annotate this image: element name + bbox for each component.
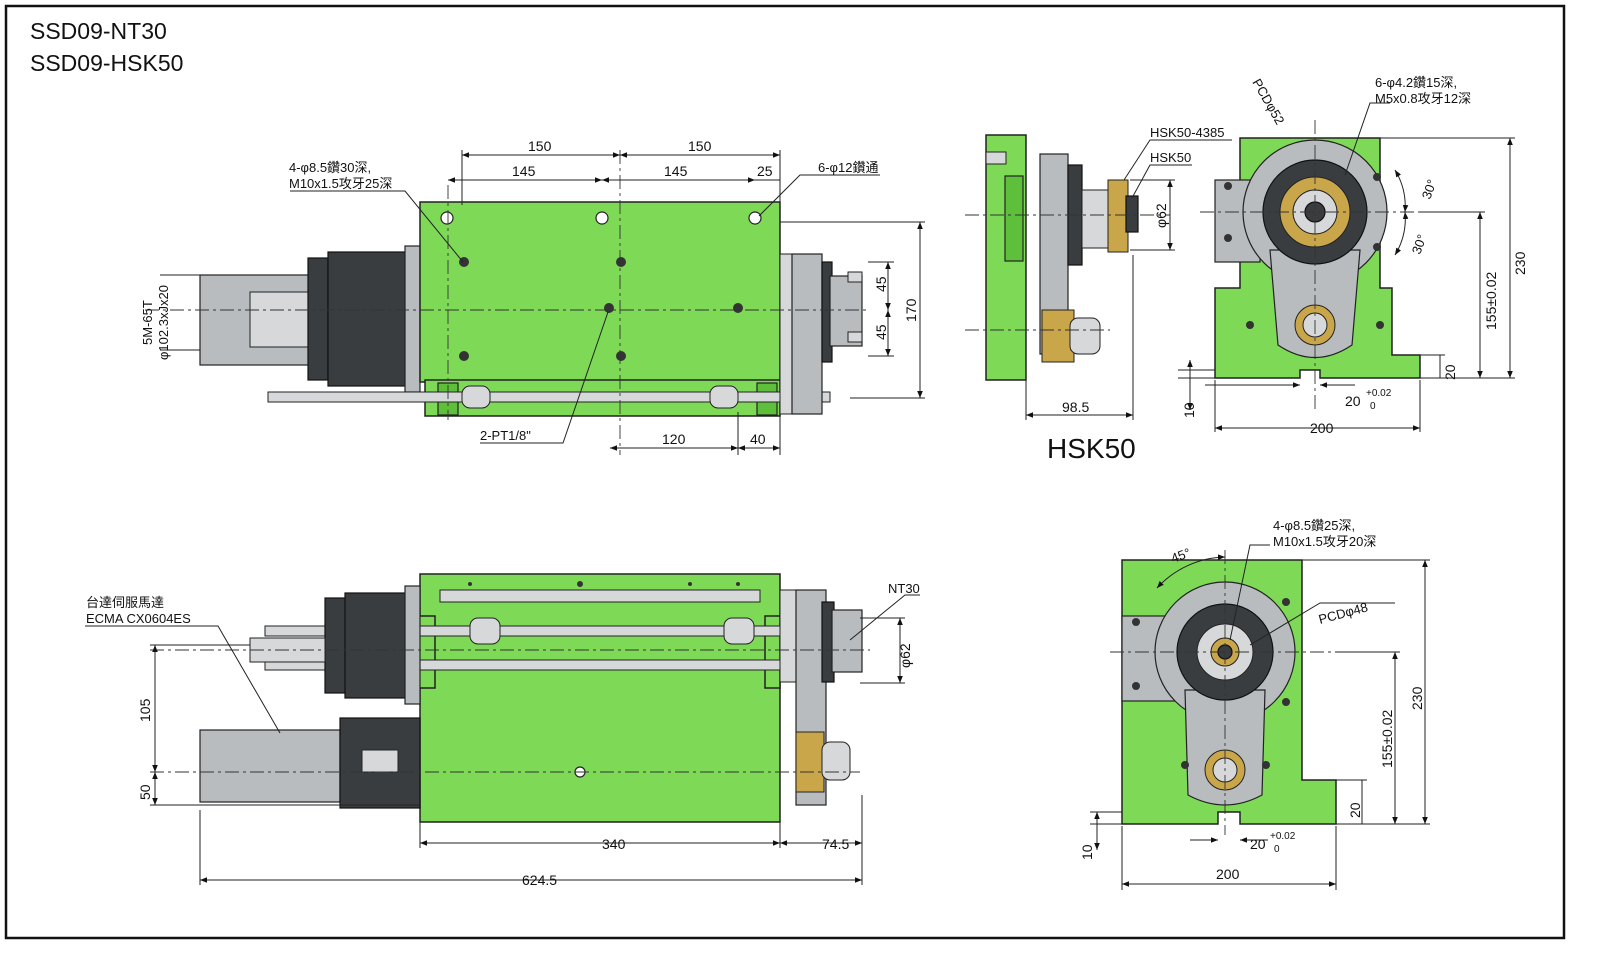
dim-624-5: 624.5 (522, 872, 557, 888)
dim-40: 40 (750, 431, 766, 447)
model-title-nt30: SSD09-NT30 (30, 18, 167, 44)
dim-10-bottom: 10 (1079, 844, 1095, 860)
dim-340: 340 (602, 836, 626, 852)
dim-45-bottom: 45 (873, 324, 889, 340)
label-holes-b-line1: 4-φ8.5鑽25深, (1273, 518, 1355, 533)
angle-30-lower: 30° (1409, 232, 1430, 256)
dim-150-right: 150 (688, 138, 712, 154)
dim-150-left: 150 (528, 138, 552, 154)
dim-200-bottom: 200 (1216, 866, 1240, 882)
bottom-front-view (1090, 544, 1430, 890)
tol-upper-bottom: +0.02 (1270, 831, 1296, 842)
tol-upper-top: +0.02 (1366, 388, 1392, 399)
label-motor-line2: ECMA CX0604ES (86, 611, 191, 626)
note-holes-b: 6-φ12鑽通 (818, 160, 878, 175)
dim-230-top: 230 (1512, 251, 1528, 275)
top-front-view (1178, 102, 1515, 432)
label-holes-line1: 6-φ4.2鑽15深, (1375, 75, 1457, 90)
dim-20-vert-top: 20 (1442, 364, 1458, 380)
dim-25: 25 (757, 163, 773, 179)
model-title-hsk50: SSD09-HSK50 (30, 50, 184, 76)
note-holes-a-line2: M10x1.5攻牙25深 (289, 176, 392, 191)
dim-200-top: 200 (1310, 420, 1334, 436)
dim-120: 120 (662, 431, 686, 447)
label-motor-line1: 台達伺服馬達 (86, 595, 164, 610)
sheet-border (4, 4, 1566, 940)
dim-20-vert-bottom: 20 (1347, 802, 1363, 818)
dim-phi62-hsk: φ62 (1153, 203, 1169, 228)
hsk-side-view (965, 134, 1232, 420)
label-pcd52: PCDφ52 (1249, 76, 1287, 127)
dim-155-bottom: 155±0.02 (1379, 709, 1395, 768)
dim-20-slot-top: 20 (1345, 393, 1361, 409)
top-rod (267, 391, 831, 403)
bottom-side-labels: 台達伺服馬達 ECMA CX0604ES NT30 φ62 105 50 340… (86, 581, 920, 888)
label-holes-b-line2: M10x1.5攻牙20深 (1273, 534, 1376, 549)
dim-145-left: 145 (512, 163, 536, 179)
label-holes-line2: M5x0.8攻牙12深 (1375, 91, 1471, 106)
note-holes-a-line1: 4-φ8.5鑽30深, (289, 160, 371, 175)
dim-74-5: 74.5 (822, 836, 849, 852)
dim-phi62-nt30: φ62 (897, 643, 913, 668)
dim-10-top: 10 (1181, 402, 1197, 418)
dim-145-right: 145 (664, 163, 688, 179)
tol-lower-top: 0 (1370, 401, 1376, 412)
dim-50: 50 (137, 784, 153, 800)
bottom-side-view (85, 573, 920, 885)
label-nt30: NT30 (888, 581, 920, 596)
dim-98-5: 98.5 (1062, 399, 1089, 415)
label-hsk50: HSK50 (1150, 150, 1191, 165)
note-belt-line1: 5M-65T (140, 300, 155, 345)
dim-105: 105 (137, 698, 153, 722)
angle-30-upper: 30° (1419, 177, 1440, 201)
caption-hsk50: HSK50 (1047, 433, 1136, 464)
dim-155-top: 155±0.02 (1483, 271, 1499, 330)
label-hsk50-4385: HSK50-4385 (1150, 125, 1224, 140)
note-pt: 2-PT1/8" (480, 428, 531, 443)
top-body (419, 201, 781, 383)
tol-lower-bottom: 0 (1274, 844, 1280, 855)
note-belt-line2: φ102.3xJx20 (156, 285, 171, 360)
dim-170: 170 (903, 298, 919, 322)
hsk-side-labels: HSK50-4385 HSK50 φ62 98.5 HSK50 (1047, 125, 1224, 464)
dim-230-bottom: 230 (1409, 686, 1425, 710)
top-side-dims: 150 150 145 145 25 45 45 170 120 40 4-φ8… (140, 138, 919, 447)
top-side-view (145, 150, 925, 455)
dim-20-slot-bottom: 20 (1250, 836, 1266, 852)
label-pcd48: PCDφ48 (1317, 599, 1370, 627)
angle-45: 45° (1169, 545, 1193, 566)
dim-45-top: 45 (873, 276, 889, 292)
bottom-body (419, 573, 781, 823)
